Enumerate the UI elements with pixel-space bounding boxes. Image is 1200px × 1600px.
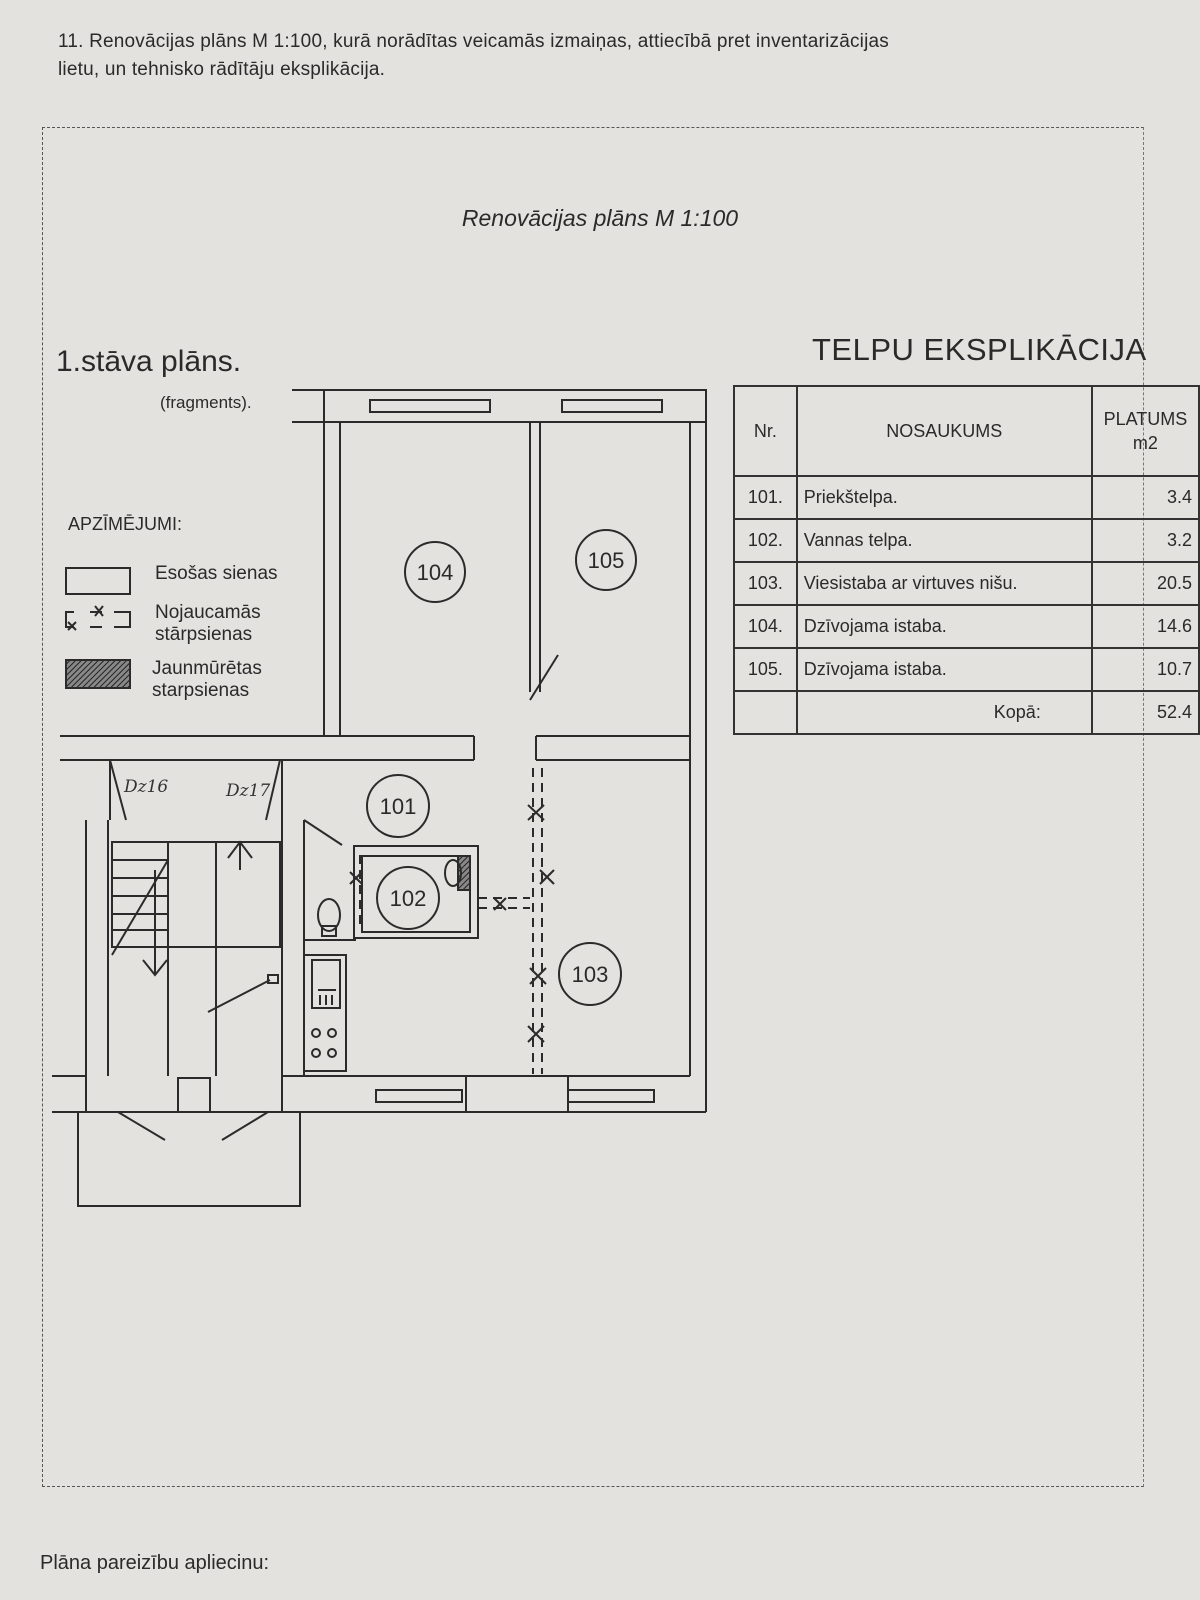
room-104-marker (404, 541, 466, 603)
floor-title: 1.stāva plāns. (56, 345, 242, 378)
legend-title: APZĪMĒJUMI: (68, 514, 183, 534)
room-102-marker (376, 866, 440, 930)
room-markers (366, 529, 637, 1006)
room-103-marker (558, 942, 622, 1006)
existing-wall-icon (65, 567, 131, 595)
fragments-note: (fragments). (160, 393, 252, 412)
table-title: TELPU EKSPLIKĀCIJA (812, 332, 1147, 367)
total-label: Kopā: (795, 690, 1093, 735)
row-name: Vannas telpa. (795, 518, 1093, 563)
row-area: 14.6 (1090, 604, 1200, 649)
legend-demolished-label-2: stārpsienas (155, 624, 253, 645)
intro-line-1: 11. Renovācijas plāns M 1:100, kurā norā… (58, 31, 889, 52)
legend-new-walls: Jaunmūrētas starpsienas (152, 658, 262, 702)
row-name: Viesistaba ar virtuves nišu. (795, 561, 1093, 606)
row-nr: 101. (733, 475, 798, 520)
legend-demolished-walls: Nojaucamās stārpsienas (155, 602, 261, 646)
row-nr: 103. (733, 561, 798, 606)
header-area-label: PLATUMS (1103, 409, 1188, 429)
row-area: 3.4 (1090, 475, 1200, 520)
row-area: 10.7 (1090, 647, 1200, 692)
row-name: Priekštelpa. (795, 475, 1093, 520)
legend-existing-walls: Esošas sienas (155, 563, 278, 584)
total-empty (733, 690, 798, 735)
window (561, 399, 663, 413)
new-wall-icon (65, 659, 131, 689)
row-nr: 102. (733, 518, 798, 563)
demolish-marks (349, 804, 555, 1043)
legend-new-label-1: Jaunmūrētas (152, 658, 262, 679)
room-label-103: 103 (572, 962, 609, 987)
legend-new-label-2: starpsienas (152, 680, 250, 701)
drawing-frame (42, 127, 1144, 1487)
intro-line-2: lietu, un tehnisko rādītāju eksplikācija… (58, 59, 386, 80)
table-row: 105. Dzīvojama istaba. 10.7 (733, 647, 1200, 692)
plan-title: Renovācijas plāns M 1:100 (461, 205, 739, 231)
table-total-row: Kopā: 52.4 (733, 690, 1200, 735)
room-explication-table: Nr. NOSAUKUMS PLATUMS m2 101. Priekštelp… (733, 385, 1200, 735)
row-nr: 105. (733, 647, 798, 692)
row-nr: 104. (733, 604, 798, 649)
legend-demolished-label-1: Nojaucamās (155, 602, 261, 623)
header-name: NOSAUKUMS (795, 385, 1093, 477)
handwritten-dz17: Dz17 (225, 781, 270, 801)
room-label-102: 102 (390, 886, 427, 911)
table-header-row: Nr. NOSAUKUMS PLATUMS m2 (733, 385, 1200, 477)
handwritten-dz16: Dz16 (123, 777, 168, 797)
room-label-104: 104 (417, 560, 454, 585)
intro-text: 11. Renovācijas plāns M 1:100, kurā norā… (58, 28, 1158, 84)
certification-text: Plāna pareizību apliecinu: (40, 1552, 270, 1574)
table-row: 102. Vannas telpa. 3.2 (733, 518, 1200, 563)
walls (52, 389, 707, 1207)
table-row: 104. Dzīvojama istaba. 14.6 (733, 604, 1200, 649)
demolished-wall-icon (65, 605, 131, 631)
room-105-marker (575, 529, 637, 591)
header-area-unit: m2 (1132, 433, 1158, 453)
table-row: 103. Viesistaba ar virtuves nišu. 20.5 (733, 561, 1200, 606)
window (369, 399, 491, 413)
table-row: 101. Priekštelpa. 3.4 (733, 475, 1200, 520)
row-area: 20.5 (1090, 561, 1200, 606)
header-area: PLATUMS m2 (1090, 385, 1200, 477)
header-nr: Nr. (733, 385, 798, 477)
room-label-105: 105 (588, 548, 625, 573)
row-name: Dzīvojama istaba. (795, 647, 1093, 692)
row-area: 3.2 (1090, 518, 1200, 563)
room-101-marker (366, 774, 430, 838)
room-label-101: 101 (380, 794, 417, 819)
total-value: 52.4 (1090, 690, 1200, 735)
row-name: Dzīvojama istaba. (795, 604, 1093, 649)
